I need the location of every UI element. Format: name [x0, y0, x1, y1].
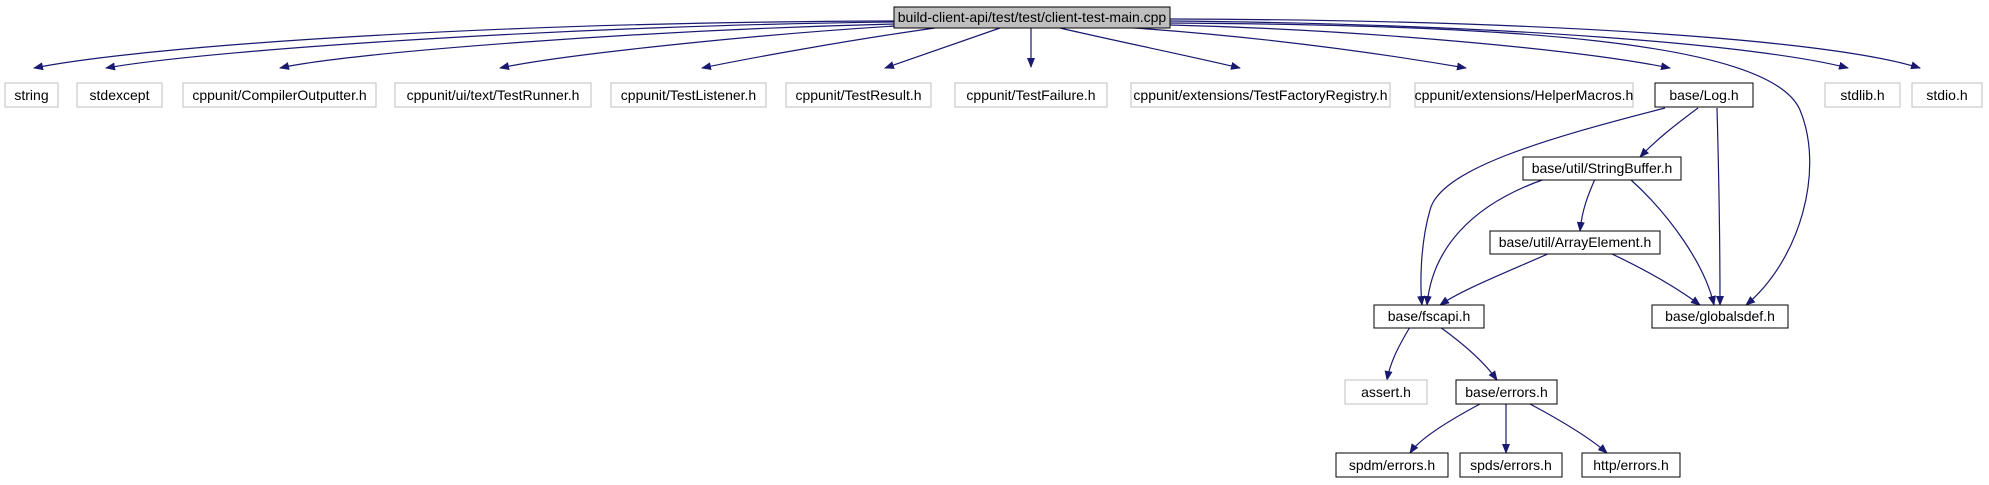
edge-string-buffer-to-fscapi — [1423, 178, 1546, 306]
node-globalsdef[interactable]: base/globalsdef.h — [1651, 304, 1789, 329]
svg-text:stdio.h: stdio.h — [1926, 87, 1967, 103]
svg-text:stdexcept: stdexcept — [90, 87, 150, 103]
svg-text:http/errors.h: http/errors.h — [1593, 457, 1668, 473]
node-test-listener[interactable]: cppunit/TestListener.h — [610, 82, 767, 108]
svg-text:build-client-api/test/test/cli: build-client-api/test/test/client-test-m… — [898, 9, 1167, 25]
edge-root-to-test-runner — [499, 25, 896, 71]
node-string[interactable]: string — [4, 82, 59, 108]
dependency-edges — [33, 18, 1921, 454]
node-errors[interactable]: base/errors.h — [1455, 379, 1558, 405]
svg-text:cppunit/TestFailure.h: cppunit/TestFailure.h — [966, 87, 1095, 103]
edge-log-to-fscapi — [1417, 107, 1666, 306]
node-stdio[interactable]: stdio.h — [1911, 82, 1983, 108]
svg-text:base/errors.h: base/errors.h — [1465, 384, 1547, 400]
svg-text:spdm/errors.h: spdm/errors.h — [1349, 457, 1435, 473]
edge-string-buffer-to-array-element — [1576, 178, 1596, 232]
node-compiler-outputter[interactable]: cppunit/CompilerOutputter.h — [182, 82, 377, 108]
edge-root-to-base-log — [1169, 24, 1671, 71]
node-array-element[interactable]: base/util/ArrayElement.h — [1489, 230, 1661, 255]
svg-text:spds/errors.h: spds/errors.h — [1470, 457, 1552, 473]
node-stdlib[interactable]: stdlib.h — [1824, 82, 1901, 108]
svg-text:cppunit/ui/text/TestRunner.h: cppunit/ui/text/TestRunner.h — [407, 87, 580, 103]
svg-text:cppunit/TestResult.h: cppunit/TestResult.h — [795, 87, 921, 103]
node-string-buffer[interactable]: base/util/StringBuffer.h — [1522, 156, 1682, 181]
node-test-result[interactable]: cppunit/TestResult.h — [785, 82, 932, 108]
svg-text:cppunit/TestListener.h: cppunit/TestListener.h — [621, 87, 756, 103]
svg-text:base/util/StringBuffer.h: base/util/StringBuffer.h — [1532, 160, 1673, 176]
svg-text:cppunit/CompilerOutputter.h: cppunit/CompilerOutputter.h — [192, 87, 366, 103]
node-spdm-errors[interactable]: spdm/errors.h — [1335, 452, 1449, 478]
svg-text:assert.h: assert.h — [1361, 384, 1411, 400]
edge-array-element-to-globalsdef — [1609, 252, 1701, 306]
node-http-errors[interactable]: http/errors.h — [1581, 452, 1681, 478]
node-spds-errors[interactable]: spds/errors.h — [1459, 452, 1563, 478]
edge-root-to-test-listener — [701, 27, 936, 71]
edge-errors-to-http — [1529, 403, 1608, 454]
node-stdexcept[interactable]: stdexcept — [76, 82, 163, 108]
node-helper-macros[interactable]: cppunit/extensions/HelperMacros.h — [1414, 82, 1634, 108]
edge-root-to-test-factory-registry — [1059, 27, 1241, 70]
edge-root-to-stdlib — [1169, 20, 1849, 70]
svg-text:stdlib.h: stdlib.h — [1840, 87, 1884, 103]
edge-log-to-globalsdef — [1715, 107, 1724, 306]
svg-text:base/globalsdef.h: base/globalsdef.h — [1665, 308, 1775, 324]
edge-fscapi-to-assert — [1384, 326, 1411, 381]
node-assert[interactable]: assert.h — [1344, 379, 1428, 405]
svg-text:base/fscapi.h: base/fscapi.h — [1388, 308, 1471, 324]
edge-root-to-test-result — [884, 27, 1001, 69]
edge-string-buffer-to-globalsdef — [1629, 178, 1716, 306]
edge-array-element-to-fscapi — [1439, 252, 1551, 306]
svg-text:base/Log.h: base/Log.h — [1669, 87, 1738, 103]
svg-text:cppunit/extensions/HelperMacro: cppunit/extensions/HelperMacros.h — [1415, 87, 1634, 103]
edge-root-to-globalsdef — [1169, 22, 1811, 306]
node-root[interactable]: build-client-api/test/test/client-test-m… — [893, 6, 1171, 29]
edge-root-to-compiler-outputter — [279, 23, 895, 70]
edge-root-to-stdexcept — [105, 21, 895, 71]
svg-text:cppunit/extensions/TestFactory: cppunit/extensions/TestFactoryRegistry.h — [1133, 87, 1387, 103]
node-base-log[interactable]: base/Log.h — [1654, 82, 1754, 108]
node-test-failure[interactable]: cppunit/TestFailure.h — [954, 82, 1108, 108]
node-test-factory-registry[interactable]: cppunit/extensions/TestFactoryRegistry.h — [1130, 82, 1391, 108]
edge-fscapi-to-errors — [1439, 326, 1498, 381]
edge-root-to-stdio — [1169, 18, 1921, 70]
edge-errors-to-spdm — [1409, 403, 1481, 454]
edge-root-to-helper-macros — [1119, 26, 1467, 71]
node-fscapi[interactable]: base/fscapi.h — [1373, 304, 1485, 329]
node-test-runner[interactable]: cppunit/ui/text/TestRunner.h — [394, 82, 592, 108]
edge-root-to-string — [33, 20, 895, 71]
svg-text:base/util/ArrayElement.h: base/util/ArrayElement.h — [1499, 234, 1652, 250]
edge-log-to-string-buffer — [1639, 107, 1699, 158]
svg-text:string: string — [14, 87, 48, 103]
